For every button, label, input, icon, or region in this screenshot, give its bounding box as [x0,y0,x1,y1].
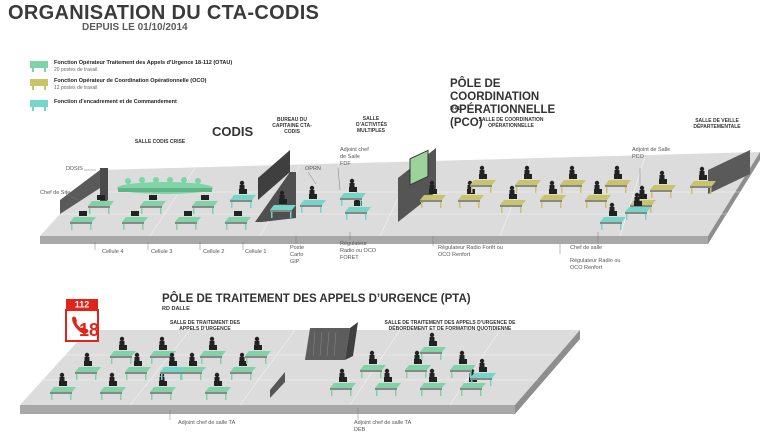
workstation-icon [225,211,251,230]
pco-level: R+1 [450,106,461,112]
workstation-icon [600,202,626,230]
chef-salle-label: Chef de salle [570,245,603,251]
salle-veille-label: SALLE DE VEILLE DÉPARTEMENTALE [693,118,741,130]
cellule-2-label: Cellule 2 [203,249,225,255]
adjoint-fdf-label: Adjoint chef de Salle FDF [340,147,369,167]
workstation-icon [500,185,526,213]
chef-site-label: Chef de Site [40,190,71,196]
workstation-icon [140,195,166,214]
emergency-112-18-logo: 112 18 [65,299,99,342]
salle-coordination-label: SALLE DE COORDINATION OPÉRATIONNELLE [478,117,544,129]
workstation-icon [560,165,586,193]
page-title: ORGANISATION DU CTA-CODIS [8,2,320,24]
workstation-icon [605,165,631,193]
workstation-icon [245,336,271,364]
salle-traitement-label: SALLE DE TRAITEMENT DES APPELS D’URGENCE [170,320,241,332]
workstation-icon [420,332,446,360]
workstation-icon [330,368,356,396]
ddsis-label: DDSIS [66,166,83,172]
cellule-1-label: Cellule 1 [245,249,267,255]
pta-title: PÔLE DE TRAITEMENT DES APPELS D’URGENCE … [162,293,471,305]
workstation-icon [75,352,101,380]
codis-title: CODIS [212,124,254,139]
workstation-icon [88,195,114,214]
salle-debordement-label: SALLE DE TRAITEMENT DES APPELS D’URGENCE… [384,320,516,332]
workstation-icon [585,180,611,208]
workstation-icon [470,358,496,386]
workstation-icon [470,165,496,193]
workstation-icon [110,336,136,364]
workstation-icon [340,178,366,206]
adjoint-ta-deb-label: Adjoint chef de salle TA DEB [354,420,411,433]
pta-level: RD DALLE [162,306,190,312]
workstation-icon [420,180,446,208]
salle-codis-crise-label: SALLE CODIS CRISE [134,139,186,145]
workstation-icon [300,185,326,213]
svg-text:112: 112 [75,300,90,310]
desk-icon [30,61,48,72]
workstation-icon [175,211,201,230]
workstation-icon [230,352,256,380]
workstation-icon [690,166,716,194]
workstation-icon [360,350,386,378]
workstation-icon [540,180,566,208]
pco-title: PÔLE DE COORDINATION OPÉRATIONNELLE (PCO… [450,78,556,129]
workstation-icon [420,368,446,396]
desk-icon [30,100,48,111]
cellule-4-label: Cellule 4 [102,249,124,255]
workstation-icon [160,352,186,380]
oprn-label: OPRN [305,166,321,172]
workstation-icon [625,192,651,220]
regulateur-foret-oco-label: Régulateur Radio Forêt ou OCO Renfort [438,245,503,258]
poste-carto-label: Poste Carto GIP [290,245,305,265]
page-subtitle: DEPUIS LE 01/10/2014 [82,22,188,33]
workstation-icon [122,211,148,230]
bureau-capitaine-label: BUREAU DU CAPITAINE CTA-CODIS [272,117,312,135]
cellule-3-label: Cellule 3 [151,249,173,255]
top-floor-desks [70,165,716,230]
bottom-floor [20,322,580,414]
workstation-icon [650,170,676,198]
adjoint-pco-label: Adjoint de Salle PCO [632,147,671,160]
bottom-floor-desks [50,332,496,400]
svg-text:18: 18 [79,320,99,340]
workstation-icon [230,180,256,208]
workstation-icon [180,352,206,380]
workstation-icon [192,195,218,214]
workstation-icon [200,336,226,364]
desk-icon [30,79,48,90]
workstation-icon [70,211,96,230]
workstation-icon [125,352,151,380]
regulateur-radio-foret-label: Régulateur Radio ou OCO FORET [340,241,377,261]
workstation-icon [205,372,231,400]
workstation-icon [375,368,401,396]
workstation-icon [270,190,296,218]
workstation-icon [450,350,476,378]
workstation-icon [50,372,76,400]
salle-activites-label: SALLE D’ACTIVITÉS MULTIPLES [356,116,388,134]
regulateur-oco-renfort-label: Régulateur Radio ou OCO Renfort [570,258,621,271]
workstation-icon [405,350,431,378]
workstation-icon [100,372,126,400]
workstation-icon [515,165,541,193]
adjoint-ta-label: Adjoint chef de salle TA [178,420,236,426]
crisis-table [117,177,213,194]
